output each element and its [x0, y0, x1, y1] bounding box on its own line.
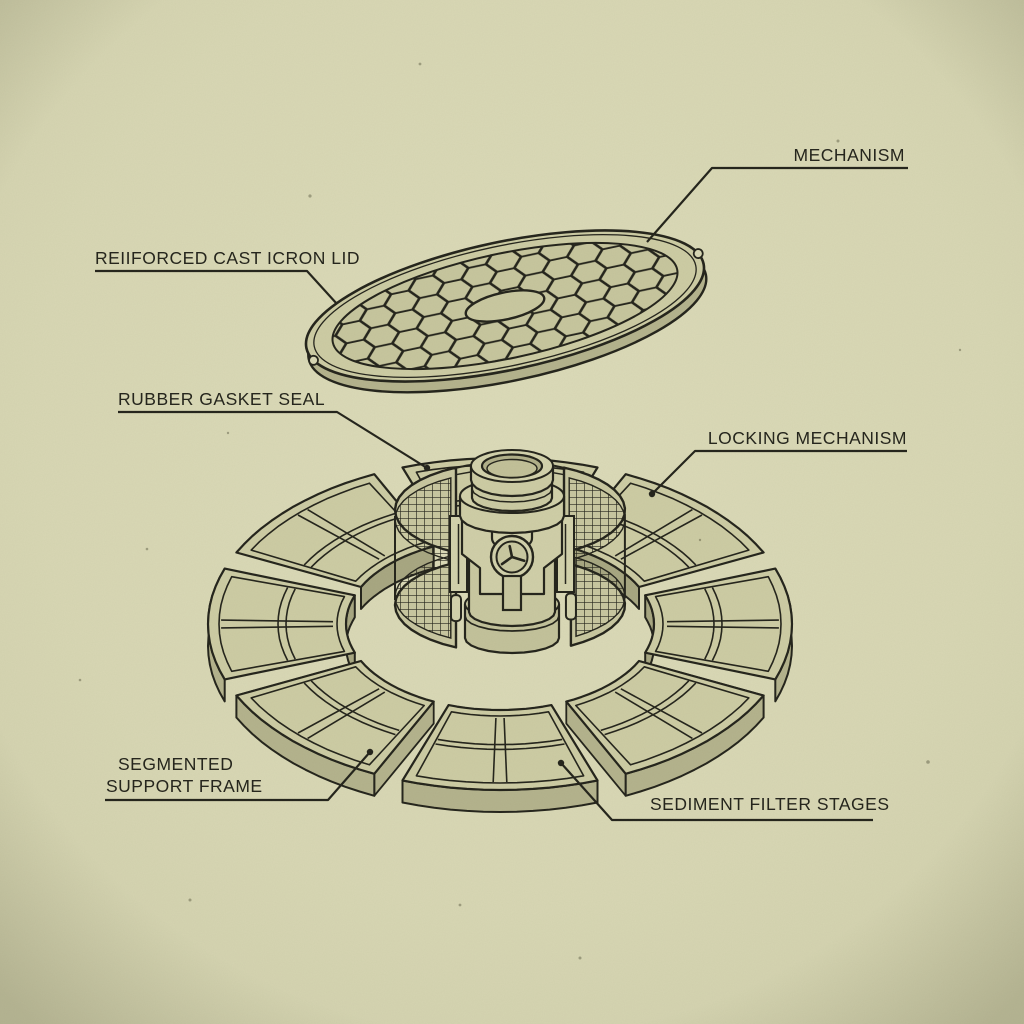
- label-segmented-line1: SEGMENTED: [118, 754, 233, 774]
- lid-notch: [308, 354, 319, 366]
- lock-keyway: [501, 574, 523, 612]
- label-locking-mechanism: LOCKING MECHANISM: [708, 428, 907, 448]
- paper-speck: [578, 956, 582, 960]
- paper-speck: [226, 431, 230, 435]
- label-reinforced-lid: REIIFORCED CAST ICRON LID: [95, 248, 360, 268]
- paper-speck: [418, 62, 422, 66]
- paper-speck: [188, 898, 192, 902]
- label-mechanism: MECHANISM: [794, 145, 905, 165]
- lid-notch: [692, 248, 704, 259]
- label-sediment-filter: SEDIMENT FILTER STAGES: [650, 794, 890, 814]
- paper-speck: [145, 547, 149, 551]
- paper-speck: [958, 348, 962, 352]
- column-opening-depth: [486, 458, 538, 479]
- paper-speck: [926, 760, 930, 764]
- paper-speck: [836, 139, 840, 143]
- paper-speck: [78, 678, 82, 682]
- screen-left-latch: [450, 594, 463, 623]
- leader-dot-rubber_gasket: [423, 464, 431, 472]
- screen-right-latch: [564, 592, 577, 621]
- label-rubber-gasket: RUBBER GASKET SEAL: [118, 389, 325, 409]
- paper-speck: [698, 538, 702, 542]
- paper-speck: [308, 194, 312, 198]
- leader-dot-segmented_frame: [366, 748, 374, 756]
- leader-dot-locking_mechanism: [648, 490, 656, 498]
- paper-speck: [458, 903, 462, 907]
- leader-dot-sediment_filter: [557, 759, 565, 767]
- label-segmented-line2: SUPPORT FRAME: [106, 776, 263, 796]
